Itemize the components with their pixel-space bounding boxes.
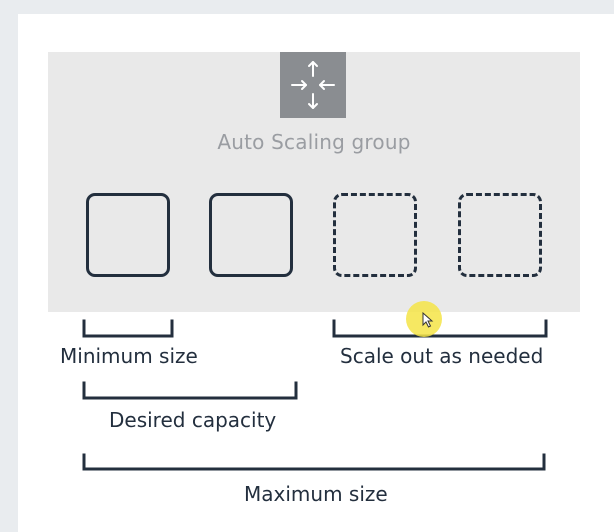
auto-scaling-arrows-icon <box>280 52 346 118</box>
auto-scaling-group-title: Auto Scaling group <box>217 130 411 154</box>
scale-out-bracket <box>332 319 548 338</box>
maximum-size-label: Maximum size <box>244 482 388 506</box>
desired-capacity-bracket <box>82 381 298 400</box>
maximum-size-bracket <box>82 453 546 471</box>
mouse-pointer-icon <box>422 312 434 328</box>
instance-box-running <box>209 193 293 277</box>
instance-box-running <box>86 193 170 277</box>
instance-box-optional <box>333 193 417 277</box>
minimum-size-label: Minimum size <box>60 344 198 368</box>
scale-out-label: Scale out as needed <box>340 344 544 368</box>
minimum-size-bracket <box>82 319 174 338</box>
instance-box-optional <box>458 193 542 277</box>
desired-capacity-label: Desired capacity <box>109 408 277 432</box>
